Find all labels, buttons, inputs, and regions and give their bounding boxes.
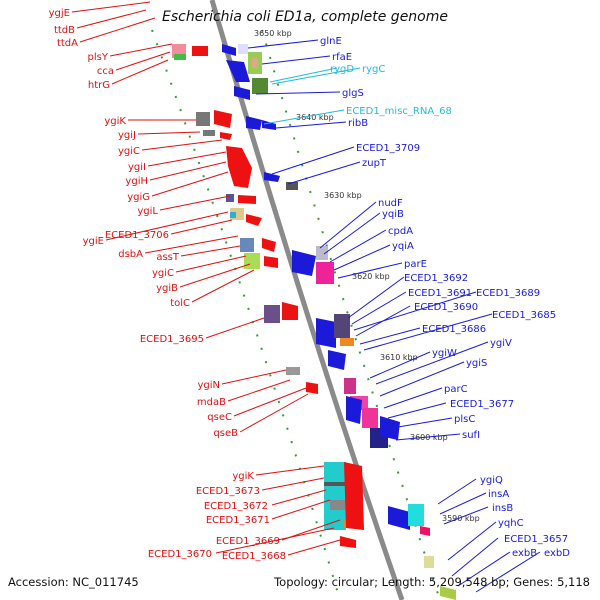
scale-label: 3630 kbp xyxy=(324,191,362,200)
scale-label: 3620 kbp xyxy=(352,272,390,281)
gene-label: qseC xyxy=(207,412,232,423)
gene-label: ECED1_3686 xyxy=(422,324,486,335)
gene-label: ribB xyxy=(348,118,368,129)
gene-label: assT xyxy=(156,252,180,263)
gene-label: rygC xyxy=(362,64,385,75)
scale-label: 3640 kbp xyxy=(296,113,334,122)
gene-label: glnE xyxy=(320,36,342,47)
gene-label: ygiQ xyxy=(480,475,503,486)
gene-label: mdaB xyxy=(197,397,226,408)
gene-label: ECED1_3672 xyxy=(204,501,268,512)
gene-label: ECED1_3677 xyxy=(450,399,514,410)
scale-label: 3650 kbp xyxy=(254,29,292,38)
gene-label: ECED1_3695 xyxy=(140,334,204,345)
gene-label: nudF xyxy=(378,198,403,209)
gene-label: zupT xyxy=(362,158,387,169)
scale-label: 3610 kbp xyxy=(380,353,418,362)
gene-label: yqiA xyxy=(392,241,414,252)
gene-label: ygiK xyxy=(104,116,126,127)
gene-label: ECED1_3669 xyxy=(216,536,280,547)
gene-label: exbD xyxy=(544,548,570,559)
gene-label: ygiL xyxy=(137,206,158,217)
gene-label: ECED1_3692 xyxy=(404,273,468,284)
gene-label: ygiC xyxy=(118,146,140,157)
gene-label: ygiI xyxy=(128,162,146,173)
gene-label: ygjE xyxy=(49,8,70,19)
gene-label: ECED1_3691 xyxy=(408,288,472,299)
gene-label: exbB xyxy=(512,548,537,559)
right-gene-blocks xyxy=(222,44,456,600)
gene-label: parC xyxy=(444,384,468,395)
gene-label: rfaE xyxy=(332,52,352,63)
gene-label: ygiC xyxy=(152,268,174,279)
gene-label: ygiW xyxy=(432,348,457,359)
gene-label: yqiB xyxy=(382,209,404,220)
gene-label: insA xyxy=(488,489,509,500)
gene-label: ECED1_3668 xyxy=(222,551,286,562)
left-gene-blocks xyxy=(172,44,364,548)
left-leader-lines xyxy=(71,1,341,556)
gene-label: parE xyxy=(404,259,427,270)
gene-label: ECED1_3671 xyxy=(206,515,270,526)
gene-label: ECED1_3690 xyxy=(414,302,478,313)
gene-label: dsbA xyxy=(118,249,143,260)
gene-label: ygiN xyxy=(197,380,220,391)
gene-label: rygD xyxy=(330,64,354,75)
gene-label: ygiJ xyxy=(118,130,136,141)
gene-label: tolC xyxy=(170,298,190,309)
gene-label: glgS xyxy=(342,88,364,99)
gene-label: cca xyxy=(97,66,114,77)
gene-label: ECED1_3706 xyxy=(105,230,169,241)
gene-label: ECED1_3657 xyxy=(504,534,568,545)
gene-label: ttdB xyxy=(54,25,75,36)
gene-label: plsC xyxy=(454,414,475,425)
gene-label: ECED1_misc_RNA_68 xyxy=(346,106,452,117)
gene-label: ygiK xyxy=(232,471,254,482)
gene-label: ygiE xyxy=(83,236,104,247)
gene-label: ECED1_3670 xyxy=(148,549,212,560)
gene-label: ttdA xyxy=(57,38,78,49)
gene-label: cpdA xyxy=(388,226,413,237)
map-title: Escherichia coli ED1a, complete genome xyxy=(162,9,448,25)
gene-label: ygiH xyxy=(125,176,148,187)
gene-label: qseB xyxy=(213,428,238,439)
scale-label: 3590 kbp xyxy=(442,514,480,523)
gene-label: ECED1_3689 xyxy=(476,288,540,299)
right-leader-lines xyxy=(247,39,541,593)
scale-label: 3600 kbp xyxy=(410,433,448,442)
gene-label: ECED1_3685 xyxy=(492,310,556,321)
gene-label: ECED1_3709 xyxy=(356,143,420,154)
gene-label: ygiG xyxy=(127,192,150,203)
right-gene-labels: glnE rfaE rygD rygC glgS ECED1_misc_RNA_… xyxy=(320,36,570,559)
gene-label: yqhC xyxy=(498,518,524,529)
gene-label: plsY xyxy=(88,52,109,63)
gene-label: sufI xyxy=(462,430,480,441)
genome-summary-text: Topology: circular; Length: 5,209,548 bp… xyxy=(274,575,590,589)
outer-ring-dotted xyxy=(151,29,441,600)
gene-label: ygiV xyxy=(490,338,512,349)
gene-label: htrG xyxy=(88,80,110,91)
gene-label: ygiB xyxy=(156,283,178,294)
gene-label: ygiS xyxy=(466,358,487,369)
scale-labels: 3650 kbp 3640 kbp 3630 kbp 3620 kbp 3610… xyxy=(254,29,480,523)
gene-label: insB xyxy=(492,503,513,514)
accession-text: Accession: NC_011745 xyxy=(8,575,139,589)
left-gene-labels: ygjE ttdB ttdA plsY cca htrG ygiK ygiJ y… xyxy=(49,8,286,562)
gene-label: ECED1_3673 xyxy=(196,486,260,497)
